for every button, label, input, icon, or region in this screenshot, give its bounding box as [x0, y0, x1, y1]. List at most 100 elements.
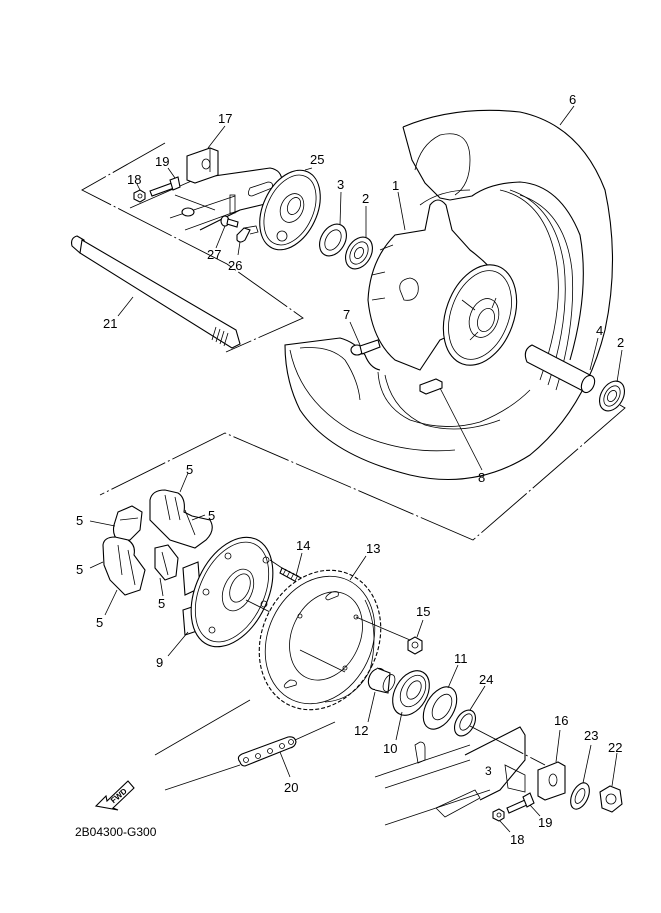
- part-19-bolt-lower[interactable]: [506, 792, 535, 814]
- leader-5f: [104, 589, 118, 616]
- callout-7[interactable]: 7: [343, 307, 350, 322]
- leader-11: [447, 664, 459, 689]
- callout-3[interactable]: 3: [337, 177, 344, 192]
- part-7-valve[interactable]: [350, 339, 381, 356]
- callout-2-right[interactable]: 2: [617, 335, 624, 350]
- leader-24: [469, 685, 486, 711]
- leader-19-upper: [167, 167, 176, 179]
- callout-4[interactable]: 4: [596, 323, 603, 338]
- part-22-nut[interactable]: [599, 785, 623, 813]
- part-11-oil-seal[interactable]: [416, 681, 463, 735]
- callout-18-upper[interactable]: 18: [127, 172, 141, 187]
- callout-5d[interactable]: 5: [76, 562, 83, 577]
- callout-22[interactable]: 22: [608, 740, 622, 755]
- leader-5a: [179, 472, 189, 493]
- leader-22: [611, 752, 618, 787]
- callout-14[interactable]: 14: [296, 538, 310, 553]
- callout-10[interactable]: 10: [383, 741, 397, 756]
- leader-5e: [159, 577, 164, 597]
- part-6-tire[interactable]: [284, 109, 614, 480]
- leader-10: [395, 711, 403, 741]
- svg-text:3: 3: [485, 764, 492, 778]
- part-5-dampers[interactable]: [102, 489, 213, 596]
- part-18-nut-lower[interactable]: [492, 808, 505, 822]
- part-23-washer[interactable]: [567, 780, 593, 812]
- axle-centerline: [469, 725, 546, 766]
- leader-4: [589, 337, 599, 371]
- callout-5c[interactable]: 5: [208, 508, 215, 523]
- part-19-bolt-upper[interactable]: [149, 176, 181, 197]
- callout-21[interactable]: 21: [103, 316, 117, 331]
- part-16-adjuster-block[interactable]: [537, 761, 566, 801]
- callout-20[interactable]: 20: [284, 780, 298, 795]
- callout-8[interactable]: 8: [478, 470, 485, 485]
- part-21-axle[interactable]: [71, 235, 241, 349]
- leader-17: [207, 125, 226, 149]
- leader-25: [304, 167, 313, 171]
- leader-13: [349, 555, 367, 581]
- part-20-drive-chain[interactable]: [154, 699, 336, 791]
- leader-26: [237, 241, 241, 256]
- callout-19-lower[interactable]: 19: [538, 815, 552, 830]
- callout-27[interactable]: 27: [207, 247, 221, 262]
- leader-9: [167, 631, 189, 657]
- callout-6[interactable]: 6: [569, 92, 576, 107]
- leader-27: [215, 225, 226, 249]
- part-10-bearing[interactable]: [385, 664, 437, 722]
- part-27-bolt[interactable]: [220, 215, 239, 228]
- leader-12: [367, 691, 376, 723]
- callout-12[interactable]: 12: [354, 723, 368, 738]
- leader-5d: [89, 561, 104, 569]
- swingarm-lower[interactable]: 3: [374, 726, 526, 826]
- callout-19-upper[interactable]: 19: [155, 154, 169, 169]
- part-24-collar[interactable]: [450, 706, 480, 739]
- leader-21: [117, 296, 134, 317]
- callout-5f[interactable]: 5: [96, 615, 103, 630]
- leader-14: [295, 552, 303, 577]
- callout-25[interactable]: 25: [310, 152, 324, 167]
- part-17-adjuster-block[interactable]: [186, 147, 219, 184]
- callout-5a[interactable]: 5: [186, 462, 193, 477]
- callout-13[interactable]: 13: [366, 541, 380, 556]
- callout-2-left[interactable]: 2: [362, 191, 369, 206]
- leader-16: [555, 729, 561, 763]
- part-2-bearing-right[interactable]: [594, 377, 629, 416]
- part-8-balance-weight[interactable]: [419, 378, 443, 395]
- part-18-nut-upper[interactable]: [133, 189, 146, 203]
- callout-17[interactable]: 17: [218, 111, 232, 126]
- leader-3: [339, 191, 342, 226]
- swingarm-upper: [169, 167, 283, 231]
- diagram-code: 2B04300-G300: [75, 825, 157, 839]
- callout-16[interactable]: 16: [554, 713, 568, 728]
- middle-frame: [99, 404, 626, 541]
- leader-5b: [89, 520, 116, 527]
- callout-26[interactable]: 26: [228, 258, 242, 273]
- leader-2-right: [616, 349, 623, 383]
- fwd-arrow-icon: FWD: [94, 780, 135, 811]
- callout-15[interactable]: 15: [416, 604, 430, 619]
- part-1-cast-wheel[interactable]: [367, 199, 530, 375]
- callout-23[interactable]: 23: [584, 728, 598, 743]
- leader-19-lower: [529, 804, 541, 817]
- part-4-spacer[interactable]: [524, 344, 597, 395]
- part-3-oil-seal[interactable]: [314, 219, 352, 260]
- part-26-clip[interactable]: [236, 225, 259, 243]
- callout-11[interactable]: 11: [454, 651, 468, 666]
- leader-7: [349, 321, 361, 346]
- callout-5b[interactable]: 5: [76, 513, 83, 528]
- callout-9[interactable]: 9: [156, 655, 163, 670]
- leader-23: [582, 744, 592, 784]
- part-15-nut[interactable]: [407, 636, 423, 655]
- part-12-collar[interactable]: [365, 666, 397, 694]
- part-9-clutch-hub[interactable]: [175, 524, 289, 660]
- leader-20: [279, 751, 291, 778]
- callout-18-lower[interactable]: 18: [510, 832, 524, 847]
- callout-24[interactable]: 24: [479, 672, 493, 687]
- leader-1: [397, 191, 406, 231]
- part-25-brake-plate[interactable]: [248, 161, 332, 260]
- callout-1[interactable]: 1: [392, 178, 399, 193]
- part-2-bearing-left[interactable]: [340, 232, 378, 273]
- leader-18-lower: [499, 820, 511, 833]
- callout-5e[interactable]: 5: [158, 596, 165, 611]
- part-13-sprocket[interactable]: [237, 550, 411, 730]
